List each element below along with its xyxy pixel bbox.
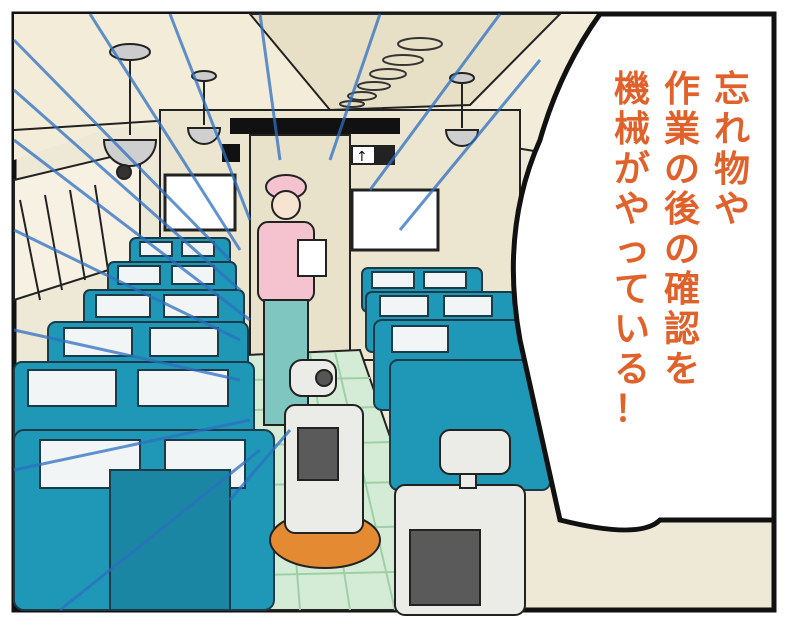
left-seat-rows [13,237,275,611]
speech-line-1: 忘れ物や [713,69,750,230]
display-bar [230,118,400,134]
speech-line-2: 作業の後の確認を [663,69,700,390]
robot-front [269,359,381,569]
robot-rear [394,429,526,616]
ceiling-cameras [102,43,480,180]
window-left [163,173,237,232]
scan-lines [12,13,542,612]
speech-bubble-text: 忘れ物や 作業の後の確認を 機械がやっている！ [560,70,760,550]
speech-bubble [510,11,777,533]
door-indicator-arrow-icon: ↑ [356,149,368,165]
speech-line-3: 機械がやっている！ [613,69,650,430]
